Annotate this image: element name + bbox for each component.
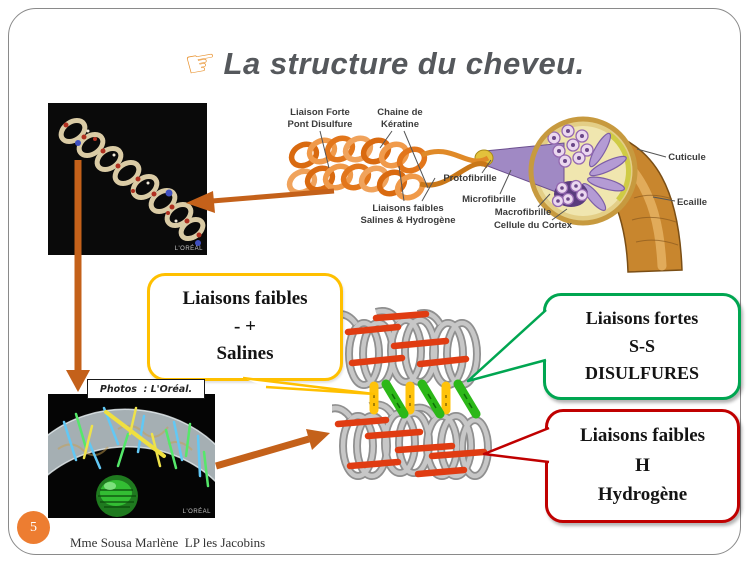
footer-author: Mme Sousa Marlène LP les Jacobins bbox=[70, 535, 266, 550]
loreal-watermark: L'ORÉAL bbox=[174, 246, 203, 252]
slide-border-frame bbox=[8, 8, 741, 555]
label-cuticule: Cuticule bbox=[668, 152, 705, 163]
keratin-coils-graphic bbox=[286, 135, 490, 201]
callout-liaisons-disulfures: Liaisons fortes S-S DISULFURES bbox=[543, 293, 741, 400]
page-title: ☞ La structure du cheveu. bbox=[120, 38, 650, 90]
label-liaison-forte-2: Pont Disulfure bbox=[288, 119, 353, 130]
label-chaine-keratine-2: Kératine bbox=[381, 119, 419, 130]
hair-cross-section-graphic bbox=[474, 116, 638, 226]
label-chaine-keratine-1: Chaine de bbox=[377, 107, 422, 118]
callout-liaisons-hydrogene: Liaisons faibles H Hydrogène bbox=[545, 409, 740, 523]
loreal-watermark: L'ORÉAL bbox=[182, 509, 211, 515]
hydrogen-bonds-red bbox=[334, 310, 488, 478]
callout-line: H bbox=[635, 454, 650, 476]
label-liaisons-faibles-1: Liaisons faibles bbox=[372, 203, 443, 214]
callout-line: Liaisons fortes bbox=[585, 308, 699, 329]
label-liaison-forte-1: Liaison Forte bbox=[290, 107, 350, 118]
callout-line: S-S bbox=[628, 335, 655, 356]
bonds-diagram bbox=[332, 306, 492, 491]
photos-credit-label: Photos : L'Oréal. bbox=[87, 379, 205, 399]
diagram-pointer-lines bbox=[319, 130, 676, 221]
label-microfibrille: Microfibrille bbox=[462, 194, 516, 205]
helix-graphic bbox=[58, 118, 206, 246]
slide-number: 5 bbox=[30, 519, 37, 535]
callout-line: Liaisons faibles bbox=[579, 425, 706, 447]
callout-line: DISULFURES bbox=[584, 362, 700, 383]
label-cellule-cortex: Cellule du Cortex bbox=[494, 220, 573, 231]
callout-line: Salines bbox=[216, 343, 274, 365]
keratin-helix-image: L'ORÉAL bbox=[48, 103, 207, 255]
label-liaisons-faibles-2: Salines & Hydrogène bbox=[360, 215, 455, 226]
hair-structure-diagram: Liaison Forte Pont Disulfure Chaine de K… bbox=[286, 107, 707, 273]
disulfide-bond-ticks bbox=[391, 393, 473, 409]
title-text: La structure du cheveu. bbox=[223, 46, 585, 81]
label-macrofibrille: Macrofibrille bbox=[495, 207, 552, 218]
cortex-photo-image: L'ORÉAL bbox=[42, 394, 221, 518]
callout-liaisons-salines: Liaisons faibles - + Salines bbox=[147, 273, 343, 381]
saline-bond-ticks bbox=[373, 395, 447, 406]
label-ecaille: Ecaille bbox=[677, 197, 707, 208]
label-protofibrille: Protofibrille bbox=[443, 173, 496, 184]
slide-number-badge: 5 bbox=[17, 511, 50, 544]
callout-line: Hydrogène bbox=[597, 483, 688, 505]
callout-line: - + bbox=[234, 315, 256, 337]
callout-line: Liaisons faibles bbox=[182, 287, 308, 309]
cortex-graphic bbox=[42, 406, 221, 517]
pointing-hand-icon: ☞ bbox=[181, 40, 221, 87]
